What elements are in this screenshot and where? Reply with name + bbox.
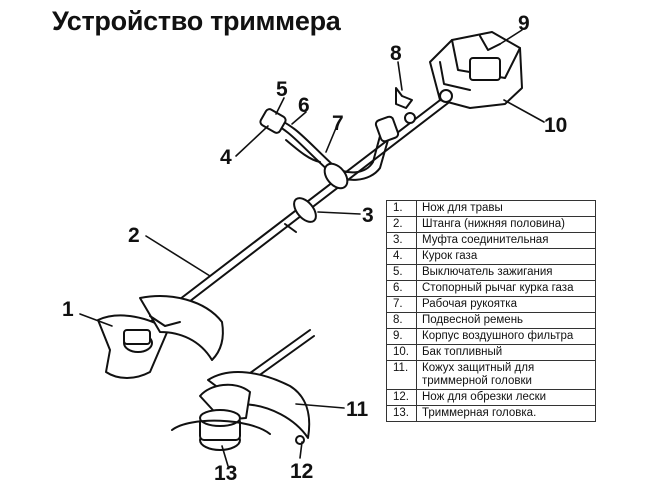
legend-row: 2.Штанга (нижняя половина) [386, 216, 596, 233]
trimmer-head [171, 329, 315, 451]
callout-13: 13 [214, 462, 237, 485]
legend-num: 4. [386, 248, 417, 265]
legend-text: Рабочая рукоятка [416, 296, 596, 313]
legend-num: 2. [386, 216, 417, 233]
callout-1: 1 [62, 298, 74, 321]
legend-row: 10.Бак топливный [386, 344, 596, 361]
legend-num: 8. [386, 312, 417, 329]
legend-row: 11.Кожух защитный для триммерной головки [386, 360, 596, 390]
legend-text: Штанга (нижняя половина) [416, 216, 596, 233]
legend-row: 5.Выключатель зажигания [386, 264, 596, 281]
legend-num: 9. [386, 328, 417, 345]
legend-num: 7. [386, 296, 417, 313]
legend-text: Курок газа [416, 248, 596, 265]
callout-4: 4 [220, 146, 232, 169]
legend-row: 13.Триммерная головка. [386, 405, 596, 422]
legend-row: 7.Рабочая рукоятка [386, 296, 596, 313]
legend-text: Триммерная головка. [416, 405, 596, 422]
legend-row: 6.Стопорный рычаг курка газа [386, 280, 596, 297]
legend-text: Выключатель зажигания [416, 264, 596, 281]
engine [429, 31, 523, 109]
legend-num: 1. [386, 200, 417, 217]
coupling [284, 197, 317, 233]
callout-7: 7 [332, 112, 344, 135]
callout-9: 9 [518, 12, 530, 35]
legend-num: 5. [386, 264, 417, 281]
legend-num: 11. [386, 360, 417, 390]
callout-2: 2 [128, 224, 140, 247]
callout-8: 8 [390, 42, 402, 65]
legend-num: 6. [386, 280, 417, 297]
legend-text: Нож для обрезки лески [416, 389, 596, 406]
callout-6: 6 [298, 94, 310, 117]
callout-5: 5 [276, 78, 288, 101]
callout-11: 11 [346, 398, 369, 421]
leader-lines [79, 29, 545, 467]
handle-bar [259, 108, 400, 190]
legend-num: 3. [386, 232, 417, 249]
legend-num: 13. [386, 405, 417, 422]
page-title: Устройство триммера [52, 6, 341, 36]
callout-3: 3 [362, 204, 374, 227]
legend-row: 12.Нож для обрезки лески [386, 389, 596, 406]
callout-12: 12 [290, 460, 313, 483]
legend-text: Подвесной ремень [416, 312, 596, 329]
legend-text: Муфта соединительная [416, 232, 596, 249]
legend-row: 9.Корпус воздушного фильтра [386, 328, 596, 345]
legend-table: 1.Нож для травы 2.Штанга (нижняя половин… [386, 200, 596, 422]
legend-row: 8.Подвесной ремень [386, 312, 596, 329]
legend-text: Бак топливный [416, 344, 596, 361]
strap-ring [395, 87, 416, 124]
legend-text: Стопорный рычаг курка газа [416, 280, 596, 297]
legend-row: 1.Нож для травы [386, 200, 596, 217]
legend-text: Кожух защитный для триммерной головки [416, 360, 596, 390]
legend-text: Нож для травы [416, 200, 596, 217]
callout-10: 10 [544, 114, 567, 137]
blade-head [97, 295, 224, 379]
legend-text: Корпус воздушного фильтра [416, 328, 596, 345]
legend-row: 4.Курок газа [386, 248, 596, 265]
legend-row: 3.Муфта соединительная [386, 232, 596, 249]
legend-num: 10. [386, 344, 417, 361]
legend-num: 12. [386, 389, 417, 406]
